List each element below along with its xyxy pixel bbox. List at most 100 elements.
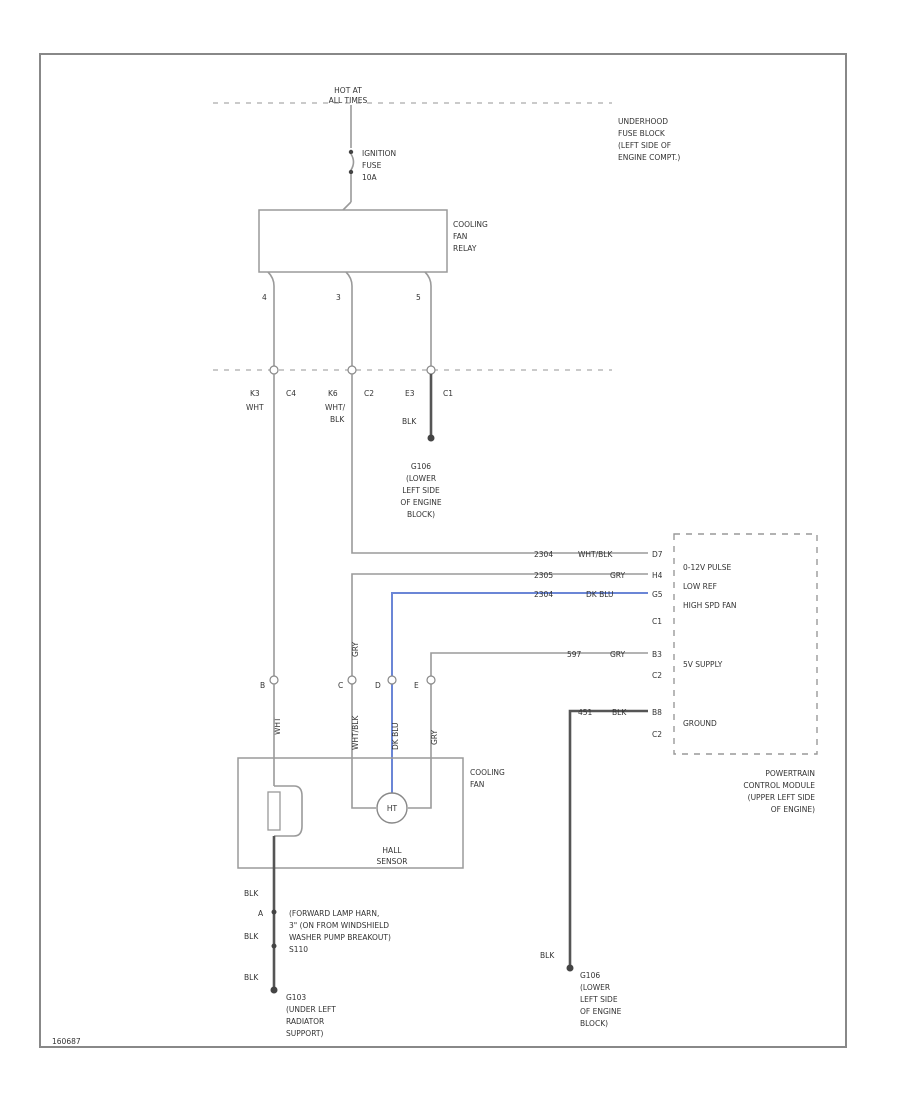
connector-c2-pin	[347, 365, 357, 375]
pin-e3: E3	[405, 389, 415, 398]
fan-wire-color-e: GRY	[430, 729, 439, 745]
pcm-pin-h4: H4	[652, 571, 663, 580]
wire-color-wht: WHT	[246, 403, 264, 412]
ground-g106b-point	[566, 964, 574, 972]
relay-label-line2: FAN	[453, 232, 467, 241]
wire-blk-pcm-ground	[568, 709, 648, 966]
pcm-connector-c2-a: C2	[652, 671, 662, 680]
motor-symbol-icon	[274, 785, 303, 837]
blk-label-1: BLK	[244, 889, 259, 898]
relay-pin-b: 3	[336, 293, 341, 302]
connector-c4-pin	[269, 365, 279, 375]
pcm-label-pulse: 0-12V PULSE	[683, 563, 731, 572]
g106-label-line1: G106	[411, 462, 431, 471]
g103-label-line4: SUPPORT)	[286, 1029, 323, 1038]
fan-wire-color-b: WHT	[273, 717, 282, 735]
pcm-label-low-ref: LOW REF	[683, 582, 717, 591]
connector-c2: C2	[364, 389, 374, 398]
fan-pin-c	[347, 675, 357, 685]
g106b-label-line5: BLOCK)	[580, 1019, 608, 1028]
relay-pin-a: 4	[262, 293, 267, 302]
pcm-label-high-spd-fan: HIGH SPD FAN	[683, 601, 737, 610]
splice-s110	[271, 909, 277, 915]
g103-label-line3: RADIATOR	[286, 1017, 324, 1026]
blk-label-3: BLK	[244, 973, 259, 982]
g106-label-line2: (LOWER	[406, 474, 436, 483]
motor-winding	[267, 791, 281, 831]
pin-k6: K6	[328, 389, 338, 398]
fan-pin-e-label: E	[414, 681, 419, 690]
connector-c4: C4	[286, 389, 296, 398]
fan-label-line1: COOLING	[470, 768, 505, 777]
g103-label-line2: (UNDER LEFT	[286, 1005, 336, 1014]
splice-point-2	[271, 943, 277, 949]
wire-color-wht-blk-1: WHT/	[325, 403, 346, 412]
wire-color-wht-blk-pcm: WHT/BLK	[578, 550, 613, 559]
powertrain-control-module	[673, 533, 818, 755]
g106b-label-line4: OF ENGINE	[580, 1007, 622, 1016]
hall-sensor-label-line1: HALL	[382, 846, 402, 855]
circuit-2304-b: 2304	[534, 590, 553, 599]
wire-color-blk: BLK	[402, 417, 417, 426]
fuse-label-line1: IGNITION	[362, 149, 396, 158]
fan-pin-b-label: B	[260, 681, 265, 690]
fan-pin-b	[269, 675, 279, 685]
wire-gry-low-ref	[351, 573, 648, 809]
splice-id: S110	[289, 945, 308, 954]
fuse-symbol	[350, 153, 355, 171]
relay-switch-arm	[342, 201, 352, 211]
pcm-name-line3: (UPPER LEFT SIDE	[748, 793, 816, 802]
wire-color-blk-pcm: BLK	[612, 708, 627, 717]
relay-wire-c	[424, 271, 432, 368]
cooling-fan	[237, 757, 464, 869]
wire-gry-5v-supply	[408, 652, 648, 809]
g106b-label-line2: (LOWER	[580, 983, 610, 992]
underhood-label-line2: FUSE BLOCK	[618, 129, 666, 138]
fuse-terminal-top	[348, 149, 354, 155]
pcm-name-line4: OF ENGINE)	[771, 805, 815, 814]
wire-color-dk-blu: DK BLU	[586, 590, 614, 599]
pcm-connector-c2-b: C2	[652, 730, 662, 739]
relay-wire-b	[345, 271, 353, 368]
g106-label-line5: BLOCK)	[407, 510, 435, 519]
underhood-label-line1: UNDERHOOD	[618, 117, 668, 126]
fuse-terminal-bottom	[348, 169, 354, 175]
ground-g103-point	[270, 986, 278, 994]
pcm-label-5v-supply: 5V SUPPLY	[683, 660, 723, 669]
g103-label-line1: G103	[286, 993, 306, 1002]
hall-sensor-symbol: HT	[387, 804, 398, 813]
pcm-label-ground: GROUND	[683, 719, 717, 728]
wire-color-wht-blk-2: BLK	[330, 415, 345, 424]
pcm-pin-g5: G5	[652, 590, 663, 599]
cooling-fan-relay	[258, 209, 448, 273]
wire-wht-blk-pcm	[351, 374, 648, 554]
connector-c1: C1	[443, 389, 453, 398]
fuse-label-line2: FUSE	[362, 161, 382, 170]
pcm-pin-b3: B3	[652, 650, 662, 659]
relay-label-line1: COOLING	[453, 220, 488, 229]
fan-wire-color-d: DK BLU	[391, 722, 400, 750]
pcm-pin-b8: B8	[652, 708, 662, 717]
wire-color-gry-vertical: GRY	[351, 641, 360, 657]
g106-label-line3: LEFT SIDE	[402, 486, 440, 495]
splice-location-line1: (FORWARD LAMP HARN,	[289, 909, 379, 918]
relay-label-line3: RELAY	[453, 244, 477, 253]
circuit-2304-a: 2304	[534, 550, 553, 559]
fan-pin-d	[387, 675, 397, 685]
fan-label-line2: FAN	[470, 780, 484, 789]
hall-sensor-label-line2: SENSOR	[377, 857, 408, 866]
diagram-frame	[39, 53, 847, 1048]
pin-k3: K3	[250, 389, 260, 398]
relay-wire-a	[267, 271, 275, 368]
pcm-name-line2: CONTROL MODULE	[743, 781, 815, 790]
connector-c1-pin	[426, 365, 436, 375]
hot-label-line1: HOT AT	[334, 86, 362, 95]
fan-pin-c-label: C	[338, 681, 343, 690]
circuit-451: 451	[578, 708, 593, 717]
splice-location-line3: WASHER PUMP BREAKOUT)	[289, 933, 391, 942]
pcm-name-line1: POWERTRAIN	[765, 769, 815, 778]
splice-location-line2: 3" (ON FROM WINDSHIELD	[289, 921, 389, 930]
splice-pin-a: A	[258, 909, 264, 918]
g106-label-line4: OF ENGINE	[400, 498, 442, 507]
